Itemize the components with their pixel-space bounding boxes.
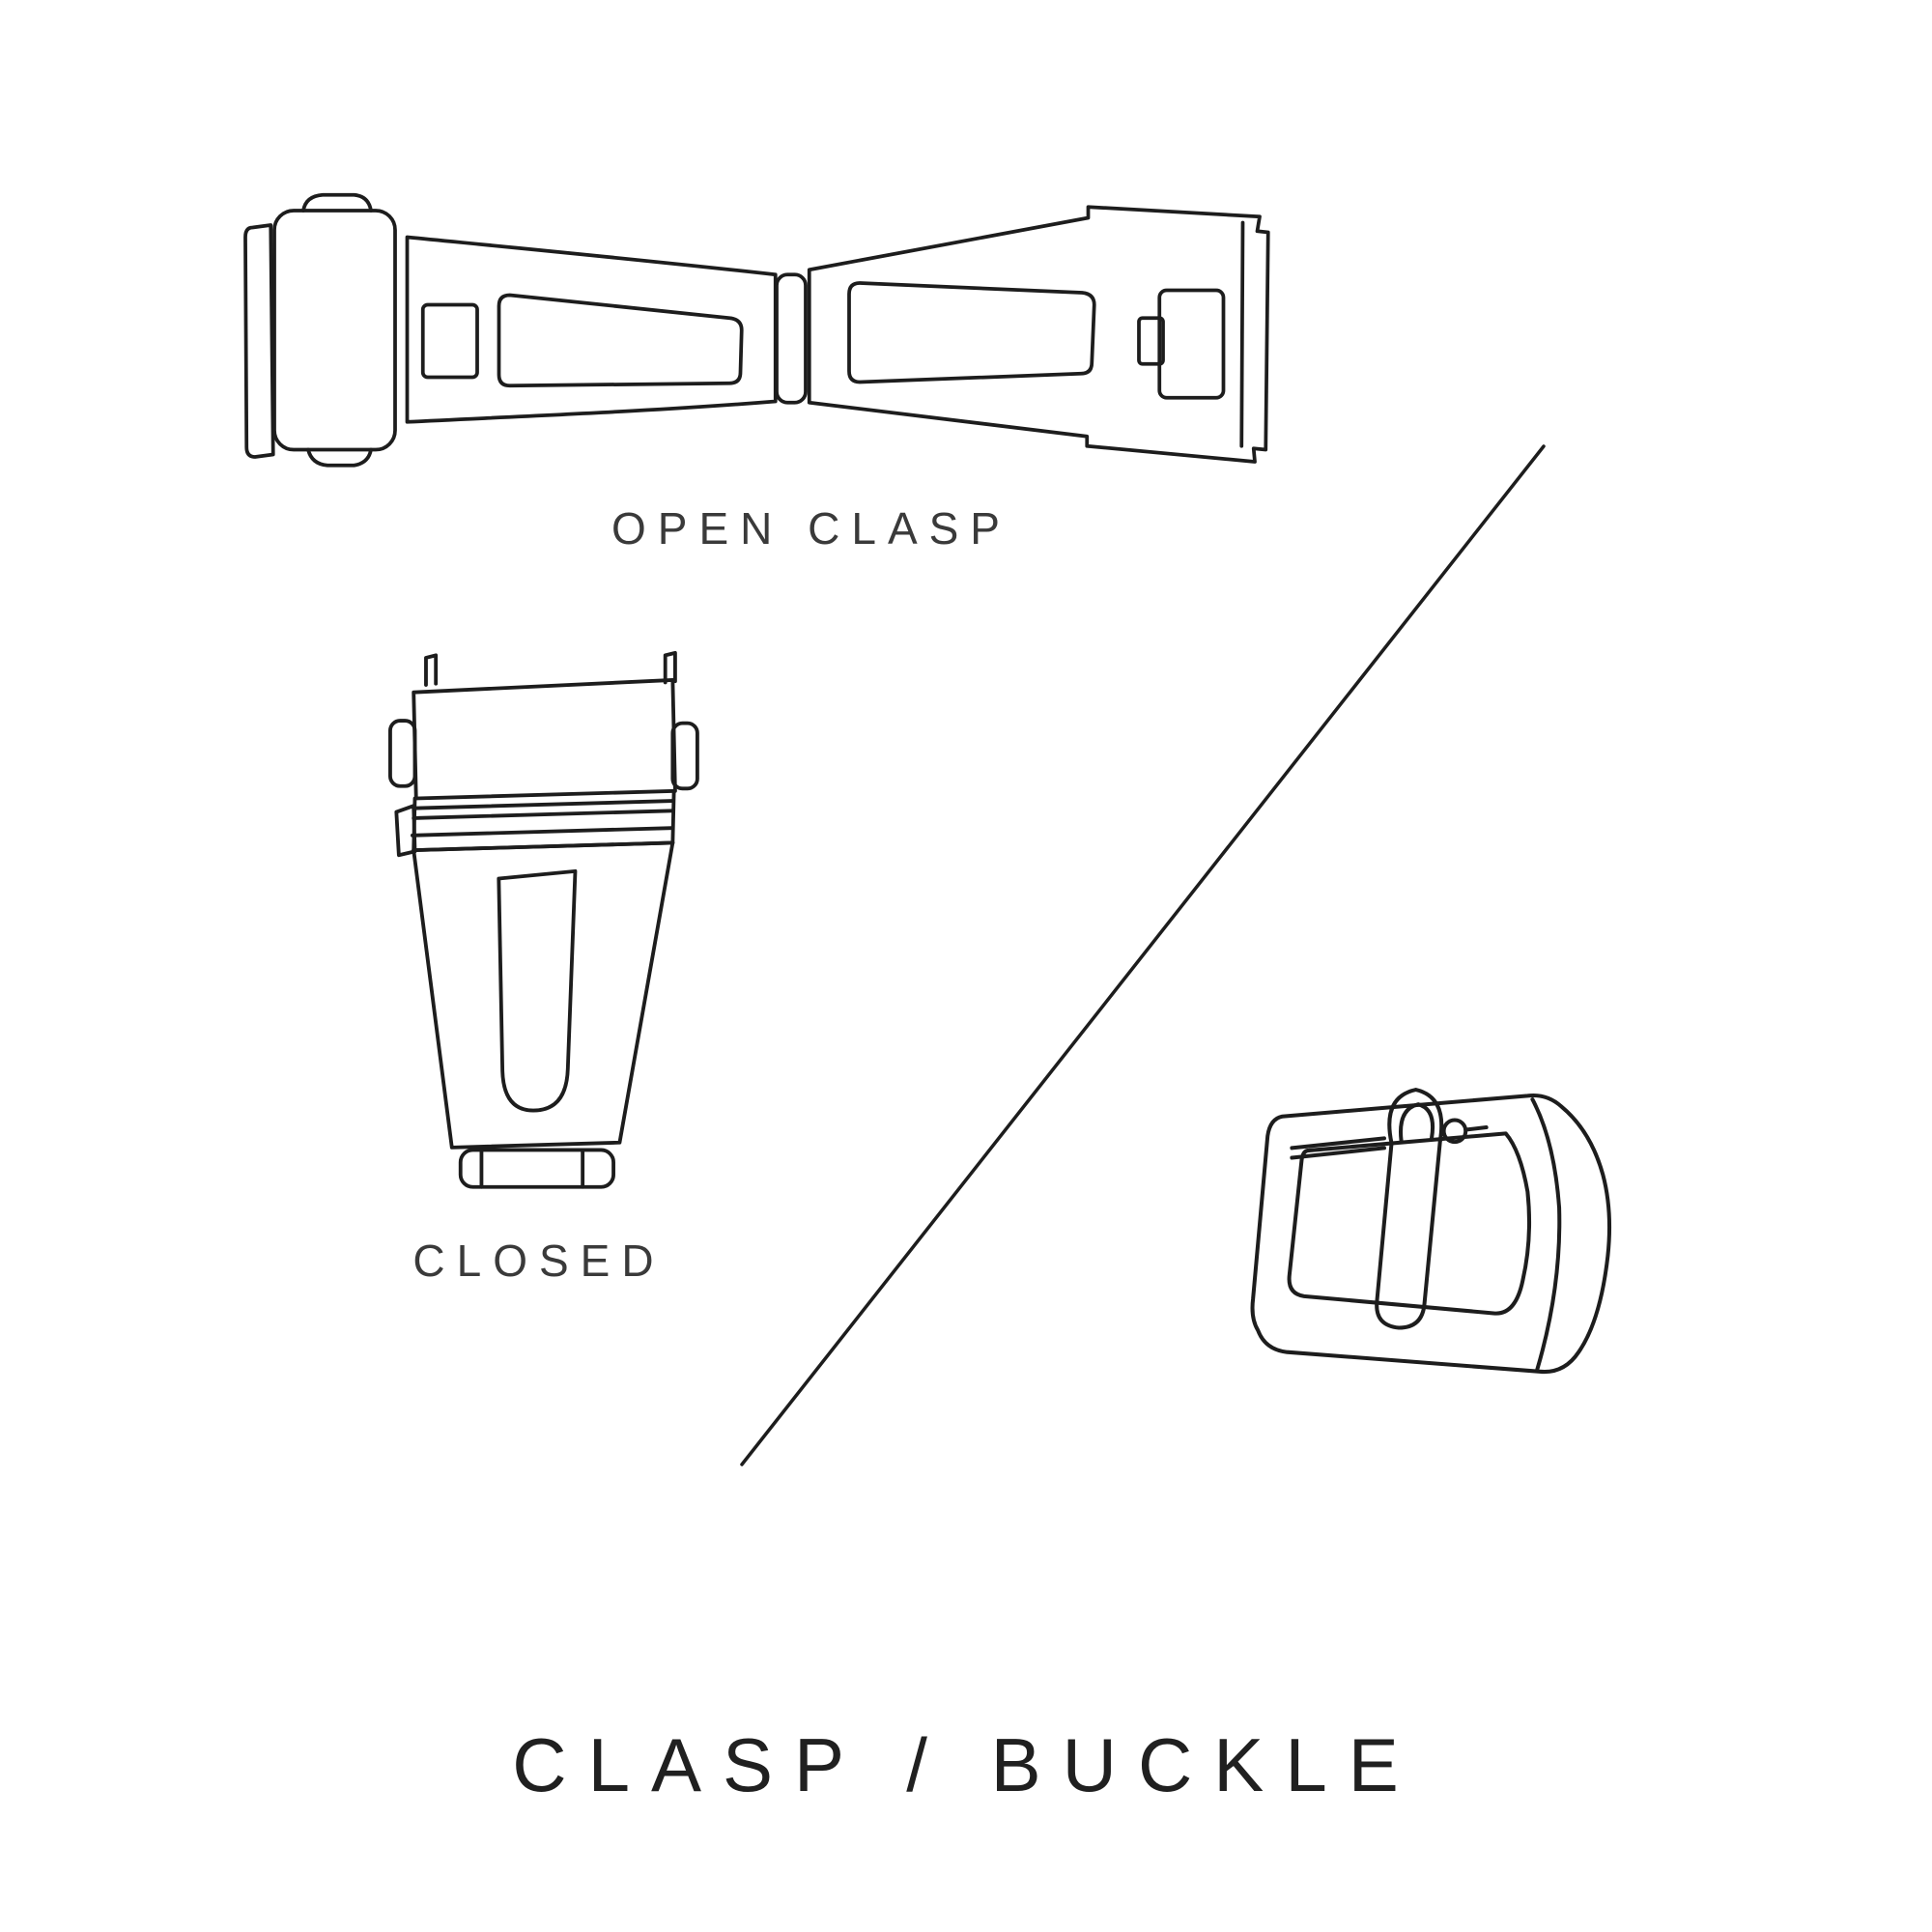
diagonal-divider: [740, 444, 1546, 1466]
open-clasp-illustration: [243, 192, 1270, 468]
closed-clasp-illustration: [388, 650, 699, 1189]
open-clasp-figure: [241, 182, 1293, 484]
closed-clasp-label: CLOSED: [412, 1236, 666, 1286]
buckle-figure: [1229, 1080, 1630, 1414]
buckle-illustration: [1250, 1088, 1612, 1375]
open-clasp-label: OPEN CLASP: [611, 503, 1011, 554]
page-title: CLASP / BUCKLE: [512, 1722, 1420, 1807]
diagonal-divider-line: [740, 444, 1546, 1466]
closed-clasp-figure: [382, 649, 702, 1192]
